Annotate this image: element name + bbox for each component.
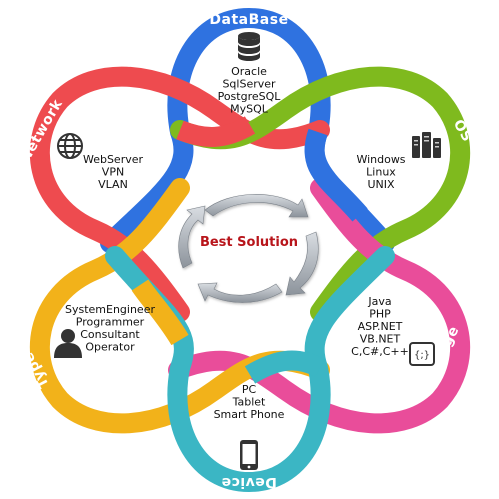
database-item: MySQL (230, 103, 269, 116)
network-item: VLAN (98, 178, 128, 191)
type-item: Programmer (76, 316, 145, 329)
os-item: UNIX (367, 178, 395, 191)
os-item: Windows (356, 153, 405, 166)
cycle-arrow-left (178, 205, 206, 269)
type-items: SystemEngineerProgrammerConsultantOperat… (65, 303, 155, 354)
network-item: VPN (102, 166, 124, 179)
os-item: Linux (366, 166, 396, 179)
svg-text:{;}: {;} (414, 350, 430, 361)
device-item: Tablet (232, 396, 266, 409)
device-band (105, 246, 395, 493)
smartphone-icon (240, 440, 258, 470)
cycle-arrow-bottom (197, 282, 283, 303)
code-icon: {;} (409, 342, 435, 366)
language-item: C,C#,C++ (351, 345, 409, 358)
type-item: Operator (85, 341, 135, 354)
language-item: VB.NET (360, 333, 401, 346)
type-item: Consultant (80, 328, 140, 341)
device-item: PC (242, 383, 257, 396)
cycle-arrow-right (285, 231, 319, 296)
database-icon (238, 32, 260, 61)
os-band (170, 66, 471, 322)
network-item: WebServer (83, 153, 144, 166)
language-item: Java (367, 295, 391, 308)
center-title: Best Solution (200, 235, 298, 250)
database-item: PostgreSQL (218, 90, 282, 103)
database-item: Oracle (231, 65, 267, 78)
cycle-arrows (178, 194, 319, 303)
database-item: SqlServer (222, 78, 276, 91)
person-icon (54, 329, 82, 358)
device-item: Smart Phone (214, 408, 285, 421)
server-icon (412, 132, 441, 158)
language-item: PHP (369, 308, 391, 321)
language-item: ASP.NET (358, 320, 403, 333)
globe-icon (57, 133, 83, 159)
type-item: SystemEngineer (65, 303, 155, 316)
device-label: Device (221, 474, 277, 490)
database-label: DataBase (209, 12, 288, 28)
cycle-arrow-top (204, 194, 309, 218)
